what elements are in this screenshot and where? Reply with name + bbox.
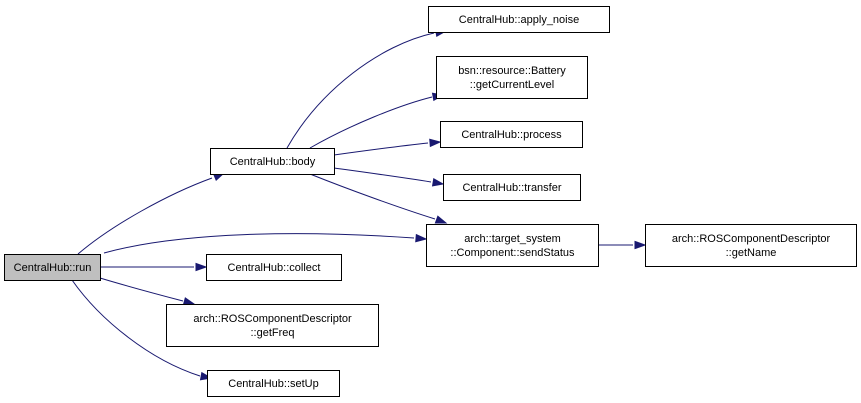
edge-body-to-sendStatus — [309, 173, 448, 224]
node-box — [206, 254, 342, 281]
node-getcurrentlevel[interactable]: bsn::resource::Battery::getCurrentLevel — [436, 56, 588, 99]
node-box — [4, 254, 101, 281]
node-label: CentralHub::process — [461, 129, 562, 141]
node-label: arch::target_system — [464, 233, 561, 245]
node-box — [166, 304, 379, 347]
node-box — [426, 224, 599, 267]
node-label: CentralHub::collect — [228, 262, 321, 274]
edge-sendStatus-to-getName — [598, 240, 647, 250]
node-label: CentralHub::transfer — [462, 182, 561, 194]
node-box — [440, 121, 583, 148]
edge-body-to-transfer — [333, 167, 445, 187]
edge-arrowhead — [434, 215, 448, 224]
edge-arrowhead — [415, 233, 428, 243]
edge-run-to-body — [77, 172, 226, 255]
function-nodes: CentralHub::runCentralHub::bodyCentralHu… — [4, 6, 857, 397]
node-transfer[interactable]: CentralHub::transfer — [443, 174, 581, 201]
call-edges — [71, 28, 647, 381]
node-box — [428, 6, 610, 33]
edge-body-to-apply_noise — [286, 28, 448, 149]
node-label: ::getFreq — [250, 327, 294, 339]
edge-arrowhead — [429, 138, 442, 148]
node-label: arch::ROSComponentDescriptor — [672, 233, 831, 245]
node-box — [207, 370, 340, 397]
node-label: ::getCurrentLevel — [470, 79, 554, 91]
edge-line — [309, 173, 436, 220]
edge-arrowhead — [431, 178, 445, 187]
edge-body-to-process — [333, 138, 442, 156]
node-label: CentralHub::apply_noise — [459, 14, 579, 26]
node-apply-noise[interactable]: CentralHub::apply_noise — [428, 6, 610, 33]
edge-line — [286, 32, 435, 149]
edge-arrowhead — [195, 262, 208, 272]
node-getname[interactable]: arch::ROSComponentDescriptor::getName — [645, 224, 857, 267]
node-label: ::Component::sendStatus — [450, 247, 575, 259]
node-run[interactable]: CentralHub::run — [4, 254, 101, 281]
edge-body-to-getCurrentLevel — [309, 92, 445, 149]
node-box — [443, 174, 581, 201]
edge-line — [99, 277, 184, 302]
node-box — [210, 148, 335, 175]
node-label: ::getName — [726, 247, 777, 259]
edge-run-to-sendStatus — [103, 233, 428, 254]
node-label: CentralHub::body — [230, 156, 316, 168]
node-getfreq[interactable]: arch::ROSComponentDescriptor::getFreq — [166, 304, 379, 347]
node-label: CentralHub::run — [14, 262, 92, 274]
edge-line — [77, 177, 213, 255]
node-label: arch::ROSComponentDescriptor — [193, 313, 352, 325]
edge-line — [71, 279, 201, 377]
node-box — [645, 224, 857, 267]
node-collect[interactable]: CentralHub::collect — [206, 254, 342, 281]
node-box — [436, 56, 588, 99]
node-sendstatus[interactable]: arch::target_system::Component::sendStat… — [426, 224, 599, 267]
edge-line — [333, 142, 429, 156]
edge-line — [309, 96, 433, 149]
edge-line — [333, 167, 432, 183]
edge-run-to-collect — [100, 262, 208, 272]
edge-line — [103, 233, 415, 254]
node-body[interactable]: CentralHub::body — [210, 148, 335, 175]
edge-arrowhead — [182, 297, 196, 306]
node-label: bsn::resource::Battery — [458, 65, 566, 77]
node-label: CentralHub::setUp — [228, 378, 319, 390]
node-process[interactable]: CentralHub::process — [440, 121, 583, 148]
edge-run-to-getFreq — [99, 277, 196, 306]
node-setup[interactable]: CentralHub::setUp — [207, 370, 340, 397]
edge-arrowhead — [634, 240, 647, 250]
